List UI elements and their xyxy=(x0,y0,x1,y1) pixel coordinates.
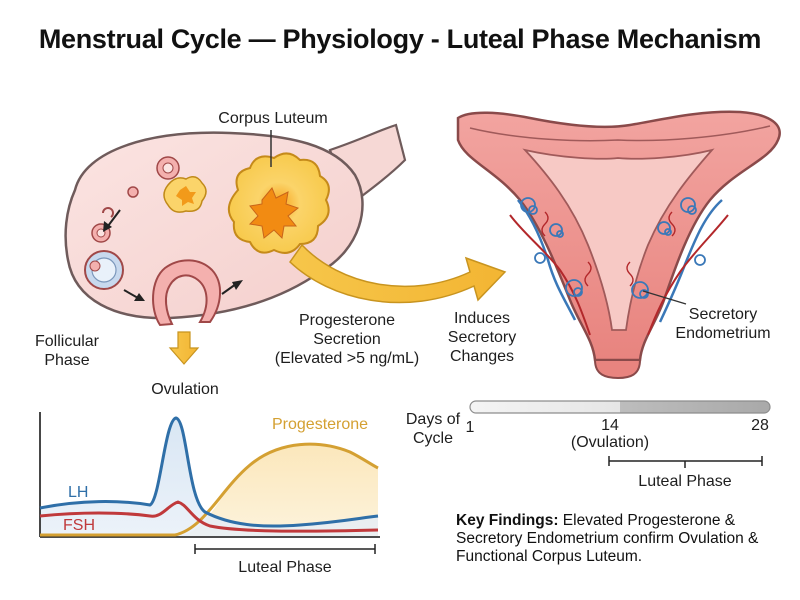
fsh-curve xyxy=(39,500,379,533)
corpus-luteum-label: Corpus Luteum xyxy=(218,110,328,127)
induces-changes-label: Induces Secretory Changes xyxy=(447,310,517,365)
corpus-luteum-core xyxy=(248,187,300,240)
uterine-cavity xyxy=(522,148,715,331)
day-mid-label: 14 xyxy=(601,417,619,434)
stage-arrow xyxy=(221,283,237,295)
day-start-label: 1 xyxy=(465,419,475,436)
blood-vessel xyxy=(509,214,591,336)
fsh-label: FSH xyxy=(63,517,95,534)
progesterone-secretion-label: Progesterone Secretion (Elevated >5 ng/m… xyxy=(274,312,420,367)
key-findings: Key Findings: Elevated Progesterone & Se… xyxy=(456,512,786,566)
lh-area xyxy=(40,418,378,536)
endometrial-glands xyxy=(520,197,706,299)
stage-arrow xyxy=(107,209,121,227)
hormone-chart xyxy=(39,412,380,554)
primordial-follicle xyxy=(127,186,139,198)
cycle-day-bar xyxy=(469,400,771,414)
progesterone-label: Progesterone xyxy=(272,416,369,433)
ovulation-label: Ovulation xyxy=(151,381,219,398)
uterus-illustration xyxy=(456,110,781,380)
lh-curve xyxy=(39,416,379,528)
follicular-phase-label: Follicular Phase xyxy=(34,333,99,369)
ovary-illustration xyxy=(64,123,407,365)
days-of-cycle-label: Days of Cycle xyxy=(405,411,461,447)
page-title: Menstrual Cycle — Physiology - Luteal Ph… xyxy=(38,24,762,54)
timeline-luteal-phase-label: Luteal Phase xyxy=(638,473,732,490)
ovulation-day-note: (Ovulation) xyxy=(570,434,650,451)
secretory-endometrium-label: Secretory Endometrium xyxy=(675,306,771,342)
spiral-artery xyxy=(517,199,577,321)
progesterone-area xyxy=(40,444,378,536)
cycle-timeline xyxy=(469,400,771,468)
stage-arrow xyxy=(123,289,139,299)
progesterone-curve xyxy=(40,442,379,537)
ovulation-arrow xyxy=(168,331,200,365)
spiral-artery xyxy=(658,199,723,323)
cervix xyxy=(593,359,642,380)
day-end-label: 28 xyxy=(751,417,769,434)
blood-vessel xyxy=(647,214,729,336)
progesterone-flow-arrow xyxy=(289,243,507,304)
chart-luteal-phase-label: Luteal Phase xyxy=(238,559,332,576)
ruptured-follicle xyxy=(152,259,221,327)
key-findings-heading: Key Findings: xyxy=(456,512,559,529)
primordial-follicle xyxy=(102,207,114,218)
lh-label: LH xyxy=(68,484,89,501)
key-findings-text: Elevated Progesterone & Secretory Endome… xyxy=(456,512,759,565)
endometrium-pointer xyxy=(642,290,687,305)
